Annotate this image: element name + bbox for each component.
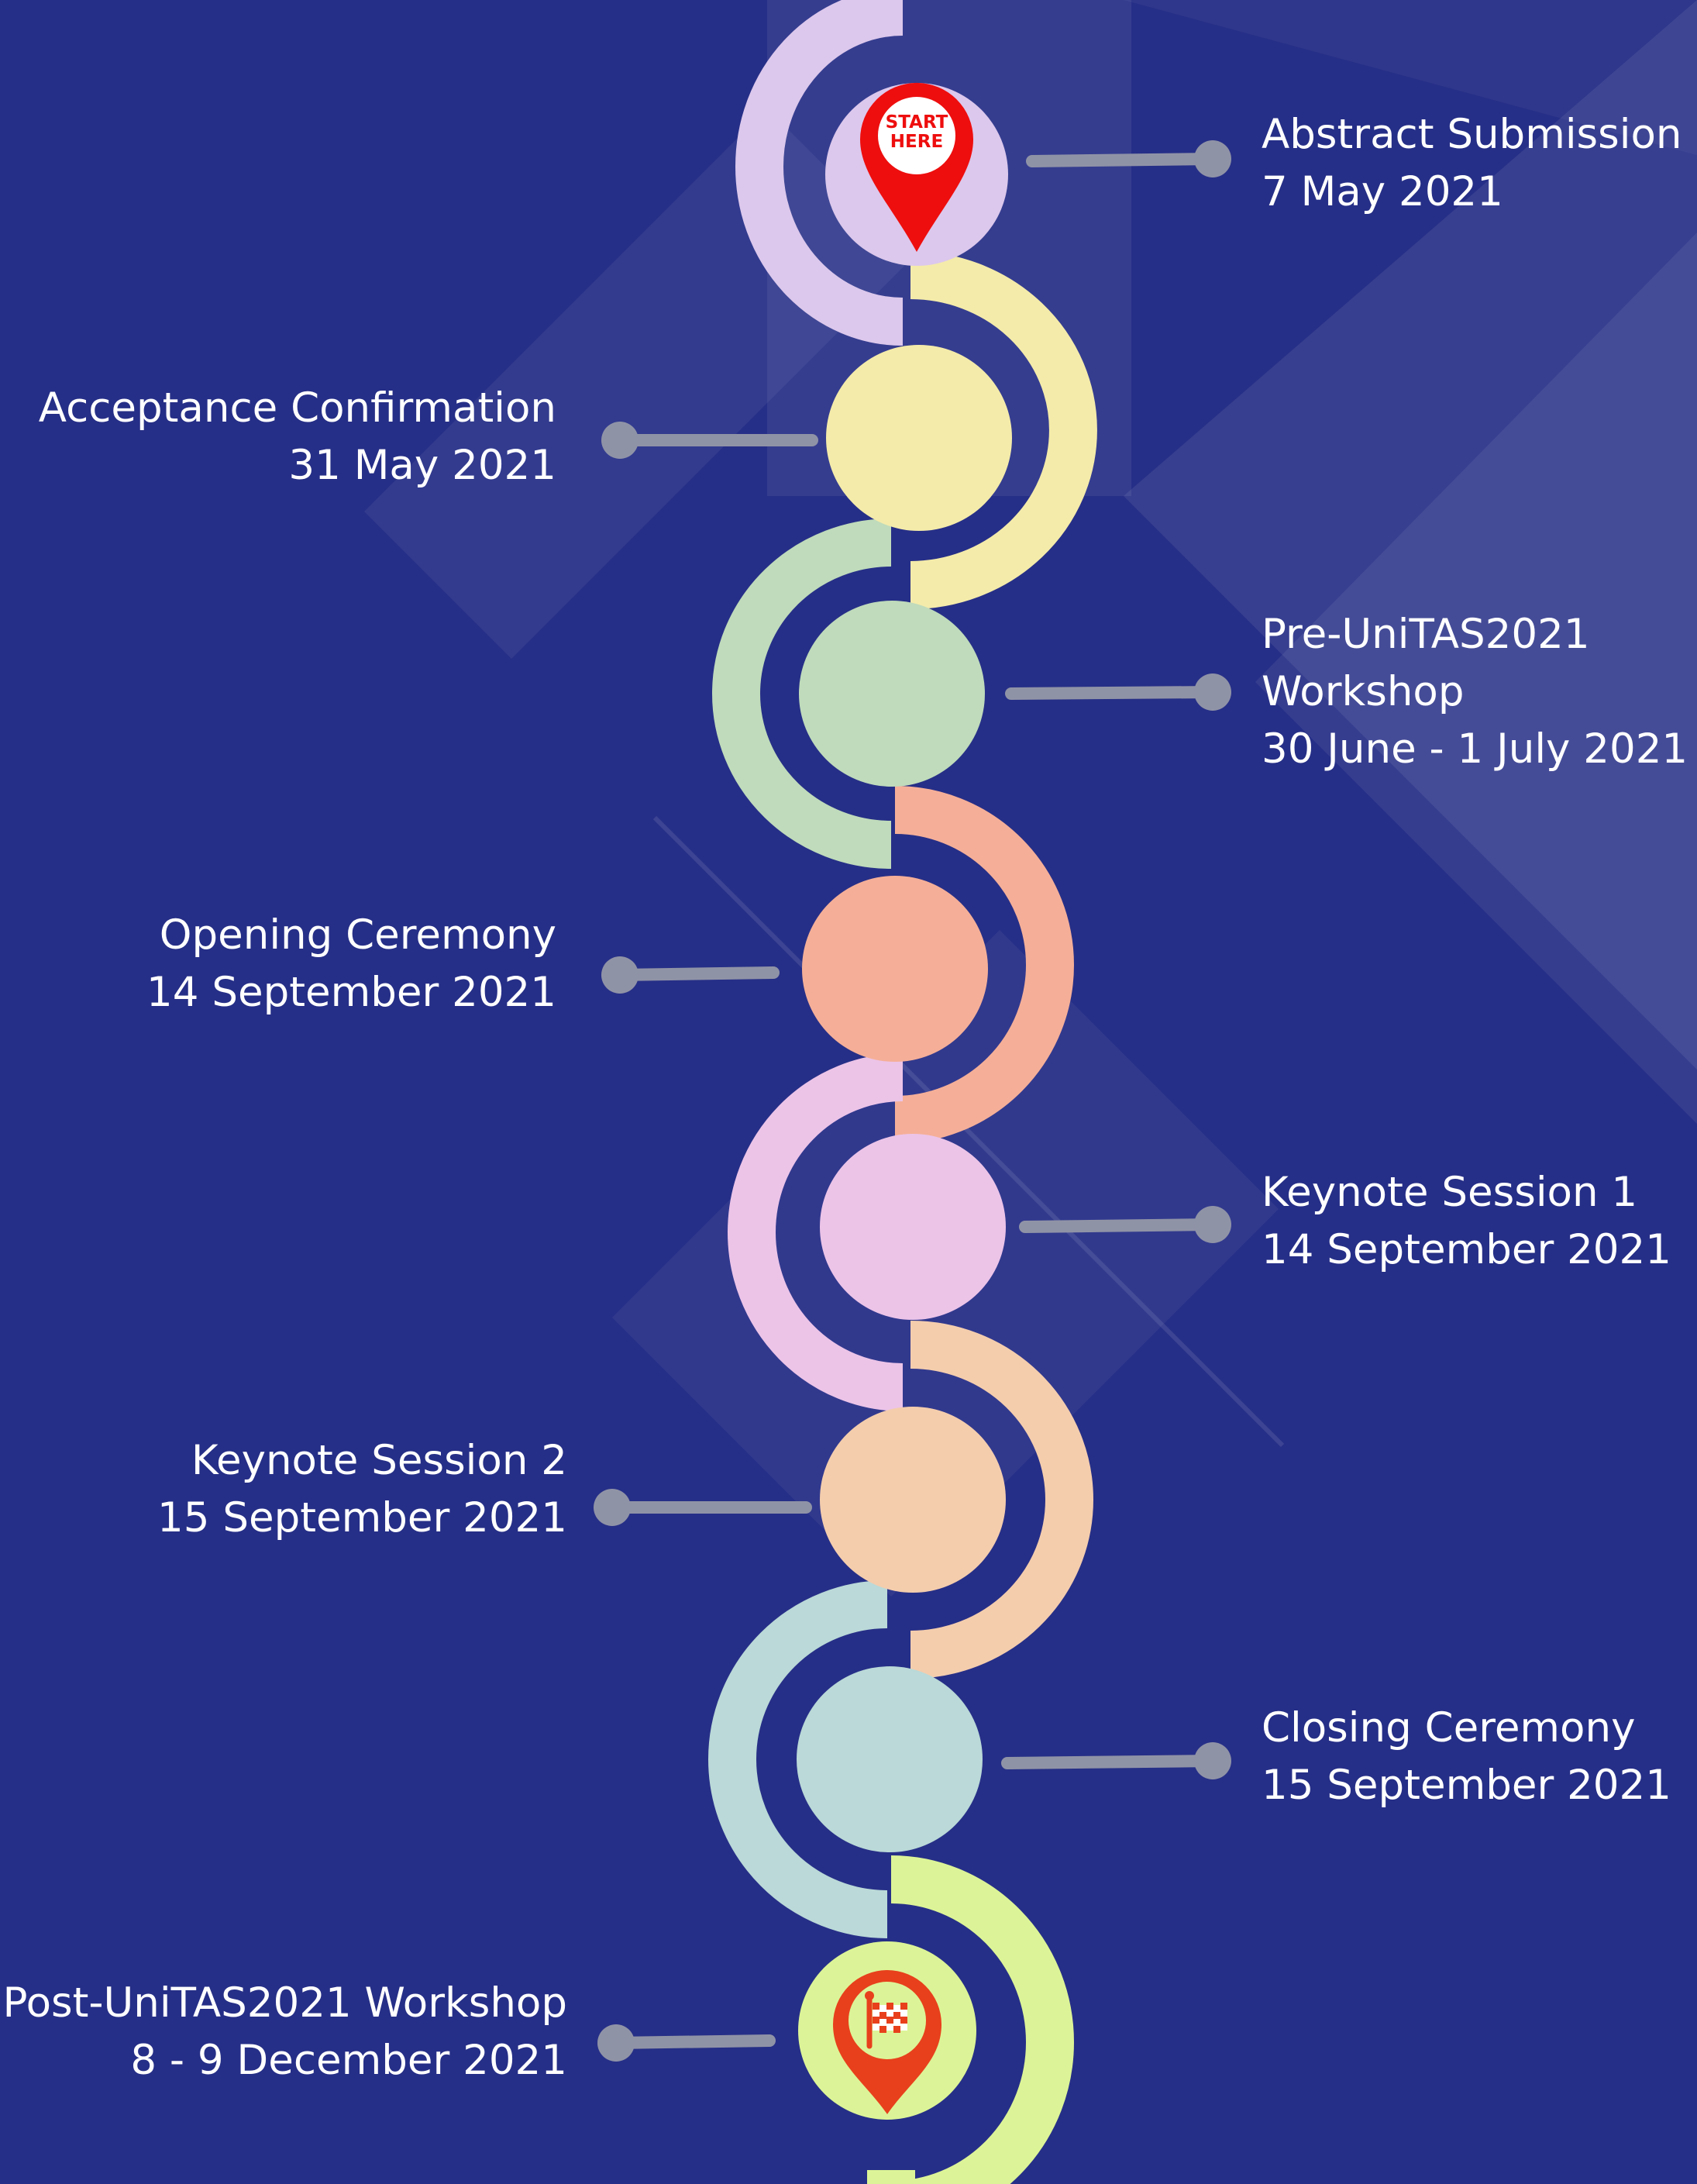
connector-dot-7 [1194,1742,1231,1779]
flag-check [879,2012,886,2019]
flag-check [879,2026,886,2033]
milestone-title: Keynote Session 2 [191,1437,567,1484]
milestone-title: Keynote Session 1 [1262,1169,1638,1216]
flag-check [900,2017,907,2024]
connector-line-1 [1026,153,1219,167]
milestone-date: 30 June - 1 July 2021 [1262,725,1688,773]
flag-check [873,2003,879,2010]
timeline-arc-4 [894,786,1074,1144]
flag-check [879,2019,886,2026]
timeline-connectors [594,140,1231,2062]
connector-dot-2 [601,422,639,459]
background-shape [1124,0,1697,155]
milestone-label-4: Opening Ceremony 14 September 2021 [146,907,556,1021]
timeline-arc-6 [910,1321,1093,1679]
flag-check [893,2026,900,2033]
flag-check [893,2012,900,2019]
milestone-node-2 [826,345,1012,531]
background-shape [1255,233,1697,1124]
milestone-node-3 [799,601,985,787]
flag-check [886,2010,893,2017]
flag-check [873,2010,879,2017]
milestone-title: Workshop [1262,668,1465,715]
flag-check [900,2024,907,2031]
milestone-label-5: Keynote Session 1 14 September 2021 [1262,1164,1671,1279]
milestone-label-2: Acceptance Confirmation 31 May 2021 [39,380,556,494]
connector-line-5 [1019,1218,1219,1233]
connector-dot-6 [594,1489,631,1526]
background-shapes [364,0,1697,1597]
flag-check [900,2003,907,2010]
milestone-title: Post-UniTAS2021 Workshop [2,1979,568,2027]
background-diagonal [652,815,1285,1448]
milestone-date: 31 May 2021 [288,442,556,489]
timeline-arc-1 [735,0,904,346]
milestone-label-1: Abstract Submission 7 May 2021 [1262,106,1682,221]
timeline-arc-8 [890,1855,1074,2184]
milestone-date: 15 September 2021 [1262,1762,1671,1809]
milestone-title: Closing Ceremony [1262,1704,1636,1752]
milestone-node-5 [820,1134,1006,1320]
connector-dot-1 [1194,140,1231,177]
timeline-arc-7 [708,1580,888,1938]
milestone-date: 14 September 2021 [146,969,556,1016]
timeline-arc-2 [910,251,1097,609]
connector-line-7 [1001,1755,1219,1769]
milestone-label-8: Post-UniTAS2021 Workshop 8 - 9 December 2… [3,1975,568,2089]
start-text-line2: HERE [890,132,943,152]
flag-check [900,2010,907,2017]
flag-check [893,2005,900,2012]
milestone-date: 15 September 2021 [157,1494,567,1542]
milestone-date: 8 - 9 December 2021 [130,2037,567,2084]
flag-pole-knob [865,1991,874,2000]
flag-check [879,2005,886,2012]
timeline-arc-3 [712,518,892,869]
start-text-line1: START [886,112,948,133]
milestone-title: Opening Ceremony [159,911,556,959]
background-shape [1124,0,1697,1070]
milestone-title: Acceptance Confirmation [38,384,556,432]
flag-check [873,2017,879,2024]
flag-check [886,2003,893,2010]
milestone-label-7: Closing Ceremony 15 September 2021 [1262,1700,1671,1814]
milestone-date: 14 September 2021 [1262,1226,1671,1273]
flag-check [893,2019,900,2026]
timeline-arcs [708,0,1097,2184]
milestone-title: Pre-UniTAS2021 [1262,611,1590,658]
timeline-arc-5 [728,1053,904,1411]
connector-dot-5 [1194,1206,1231,1243]
flag-check [873,2024,879,2031]
milestone-node-7 [797,1666,983,1852]
connector-dot-8 [597,2024,635,2062]
milestone-node-6 [820,1407,1006,1593]
checkered-flag-pin-icon [833,1970,941,2114]
flag-check [886,2017,893,2024]
milestone-date: 7 May 2021 [1262,168,1503,215]
connector-line-8 [610,2034,776,2049]
milestone-label-6: Keynote Session 2 15 September 2021 [157,1432,567,1547]
milestone-title: Abstract Submission [1262,111,1682,158]
connector-dot-4 [601,956,639,994]
connector-line-3 [1005,686,1219,700]
start-pin-hole [878,97,955,174]
connector-dot-3 [1194,673,1231,711]
connector-line-4 [614,966,780,981]
milestone-node-4 [802,876,988,1062]
flag-check [886,2024,893,2031]
